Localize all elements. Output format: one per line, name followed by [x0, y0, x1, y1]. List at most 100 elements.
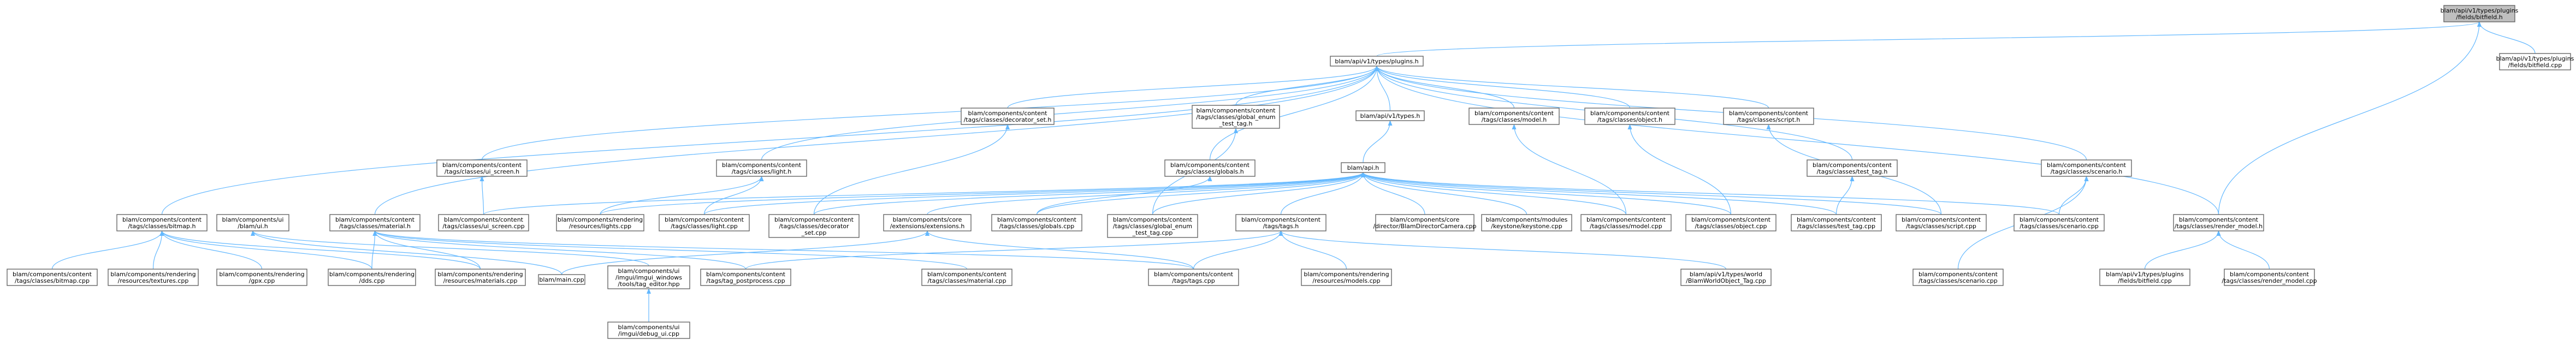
node-test-tag-h[interactable]: blam/components/content/tags/classes/tes…	[1807, 159, 1898, 177]
node-label-line: blam/components/content	[1586, 216, 1666, 223]
node-box	[2041, 159, 2132, 177]
edge-material_cpp-to-material_h	[372, 230, 968, 270]
node-main-cpp[interactable]: blam/main.cpp	[538, 274, 585, 285]
edge-test_tag_cpp-to-api_h	[1361, 172, 1837, 215]
node-postprocess-cpp[interactable]: blam/components/content/tags/tag_postpro…	[700, 269, 791, 286]
edge-lights_cpp-to-light_h	[600, 176, 764, 215]
node-ui-screen-h[interactable]: blam/components/content/tags/classes/ui_…	[436, 159, 528, 177]
node-global-enum-cpp[interactable]: blam/components/content/tags/classes/glo…	[1107, 214, 1198, 238]
node-label-line: blam/components/rendering	[219, 271, 304, 278]
node-model-cpp[interactable]: blam/components/content/tags/classes/mod…	[1580, 214, 1672, 231]
node-types-h[interactable]: blam/api/v1/types.h	[1355, 110, 1425, 121]
edge-types_h-to-plugins_h	[1375, 66, 1391, 111]
node-label-line: blam/components/content	[444, 216, 524, 223]
node-box	[1584, 108, 1675, 125]
node-camera-cpp[interactable]: blam/components/core/director/BlamDirect…	[1373, 214, 1477, 231]
node-render-model-cpp[interactable]: blam/components/content/tags/classes/ren…	[2222, 269, 2317, 286]
node-material-cpp[interactable]: blam/components/content/tags/classes/mat…	[921, 269, 1012, 286]
node-label-line: blam/api/v1/types.h	[1360, 112, 1420, 120]
node-bitfield-cpp-b[interactable]: blam/api/v1/types/plugins/fields/bitfiel…	[2099, 269, 2190, 286]
node-label-line: /tags/classes/ui_screen.cpp	[442, 223, 524, 230]
node-materials-cpp[interactable]: blam/components/rendering/resources/mate…	[435, 269, 526, 286]
node-keystone-cpp[interactable]: blam/components/modules/keystone/keyston…	[1481, 214, 1572, 231]
node-label-line: _set.cpp	[801, 229, 827, 236]
node-bitfield-cpp-r[interactable]: blam/api/v1/types/plugins/fields/bitfiel…	[2496, 53, 2574, 70]
node-label-line: /tags/classes/material.h	[339, 223, 411, 230]
node-test-tag-cpp[interactable]: blam/components/content/tags/classes/tes…	[1791, 214, 1882, 231]
node-object-cpp[interactable]: blam/components/content/tags/classes/obj…	[1685, 214, 1776, 231]
node-box	[2099, 269, 2190, 286]
node-bitmap-cpp[interactable]: blam/components/content/tags/classes/bit…	[7, 269, 98, 286]
node-render-model-h[interactable]: blam/components/content/tags/classes/ren…	[2173, 214, 2264, 231]
edge-object_h-to-plugins_h	[1375, 66, 1631, 109]
node-label-line: /tags/classes/scenario.h	[2051, 168, 2123, 175]
node-script-h[interactable]: blam/components/content/tags/classes/scr…	[1723, 108, 1814, 125]
node-label-line: _test_tag.cpp	[1132, 229, 1173, 236]
node-dds-cpp[interactable]: blam/components/rendering/dds.cpp	[328, 269, 416, 286]
node-globals-h[interactable]: blam/components/content/tags/classes/glo…	[1164, 159, 1256, 177]
node-tag-editor-hpp[interactable]: blam/components/ui/imgui/imgui_windows/t…	[607, 265, 690, 289]
node-script-cpp[interactable]: blam/components/content/tags/classes/scr…	[1896, 214, 1987, 231]
node-object-h[interactable]: blam/components/content/tags/classes/obj…	[1584, 108, 1675, 125]
edge-globals_cpp-to-api_h	[1036, 172, 1365, 215]
node-textures-cpp[interactable]: blam/components/rendering/resources/text…	[108, 269, 199, 286]
node-label-line: blam/components/content	[1241, 216, 1321, 223]
node-scenario-h[interactable]: blam/components/content/tags/classes/sce…	[2041, 159, 2132, 177]
node-globals-cpp[interactable]: blam/components/content/tags/classes/glo…	[991, 214, 1082, 231]
node-box	[328, 269, 416, 286]
edge-tags_h-to-api_h	[1280, 172, 1365, 215]
node-label-line: /tags/classes/test_tag.cpp	[1797, 223, 1875, 230]
node-extensions-h[interactable]: blam/components/core/extensions/extensio…	[883, 214, 972, 231]
node-tags-h[interactable]: blam/components/content/tags/tags.h	[1235, 214, 1327, 231]
node-label-line: /tags/classes/global_enum	[1113, 223, 1192, 230]
node-debug-ui-cpp[interactable]: blam/components/ui/imgui/debug_ui.cpp	[607, 322, 690, 339]
node-box	[991, 214, 1082, 231]
node-box	[1148, 269, 1239, 286]
node-label-line: /tags/classes/scenario.cpp	[1918, 277, 1998, 284]
node-label-line: blam/api/v1/types/plugins.h	[1335, 58, 1418, 65]
node-box	[1680, 269, 1772, 286]
node-box	[1468, 108, 1560, 125]
node-gpx-cpp[interactable]: blam/components/rendering/gpx.cpp	[216, 269, 307, 286]
node-box	[1235, 214, 1327, 231]
node-label-line: /tags/classes/globals.h	[1176, 168, 1243, 175]
node-model-h[interactable]: blam/components/content/tags/classes/mod…	[1468, 108, 1560, 125]
node-label-line: /tags/tag_postprocess.cpp	[706, 277, 785, 284]
node-label-line: blam/components/content	[997, 216, 1077, 223]
node-label-line: /keystone/keystone.cpp	[1491, 223, 1562, 230]
node-global-enum-h[interactable]: blam/components/content/tags/classes/glo…	[1192, 105, 1280, 129]
node-scenario-cpp-mid[interactable]: blam/components/content/tags/classes/sce…	[2014, 214, 2105, 231]
node-label-line: blam/components/rendering	[110, 271, 196, 278]
node-light-h[interactable]: blam/components/content/tags/classes/lig…	[716, 159, 807, 177]
node-label-line: blam/api/v1/types/plugins	[2496, 55, 2574, 62]
node-ui-h[interactable]: blam/components/ui/blam/ui.h	[216, 214, 289, 231]
node-root[interactable]: blam/api/v1/types/plugins/fields/bitfiel…	[2441, 5, 2519, 22]
node-ui-screen-cpp[interactable]: blam/components/content/tags/classes/ui_…	[438, 214, 529, 231]
node-bitmap-h[interactable]: blam/components/content/tags/classes/bit…	[116, 214, 208, 231]
edge-globals_h-to-plugins_h	[1209, 66, 1379, 160]
node-material-h[interactable]: blam/components/content/tags/classes/mat…	[329, 214, 421, 231]
edge-model_cpp-to-api_h	[1361, 172, 1627, 215]
node-label-line: /tags/classes/material.cpp	[927, 277, 1006, 284]
node-box	[1107, 214, 1198, 238]
node-label-line: blam/components/content	[1902, 216, 1981, 223]
node-box	[7, 269, 98, 286]
node-box	[436, 159, 528, 177]
node-decorator-set-cpp[interactable]: blam/components/content/tags/classes/dec…	[768, 214, 860, 238]
node-light-cpp[interactable]: blam/components/content/tags/classes/lig…	[659, 214, 750, 231]
node-box	[1301, 269, 1392, 286]
node-scenario-cpp[interactable]: blam/components/content/tags/classes/sce…	[1912, 269, 2004, 286]
node-label-line: /tags/tags.h	[1263, 223, 1299, 230]
node-models-cpp[interactable]: blam/components/rendering/resources/mode…	[1301, 269, 1392, 286]
node-label-line: blam/main.cpp	[539, 276, 584, 283]
node-tags-cpp[interactable]: blam/components/content/tags/tags.cpp	[1148, 269, 1239, 286]
node-lights-cpp[interactable]: blam/components/rendering/resources/ligh…	[556, 214, 644, 231]
node-halo-object-cpp[interactable]: blam/api/v1/types/world/BlamWorldObject_…	[1680, 269, 1772, 286]
edge-scenario_cpp_mid-to-api_h	[1361, 172, 2060, 215]
node-plugins-h[interactable]: blam/api/v1/types/plugins.h	[1330, 56, 1424, 67]
edge-materials_cpp-to-material_h	[372, 230, 481, 270]
node-api-h[interactable]: blam/api.h	[1341, 162, 1385, 173]
node-decorator-set-h[interactable]: blam/components/content/tags/classes/dec…	[961, 108, 1055, 125]
node-label-line: blam/components/content	[2179, 216, 2259, 223]
edge-camera_cpp-to-api_h	[1361, 172, 1425, 215]
